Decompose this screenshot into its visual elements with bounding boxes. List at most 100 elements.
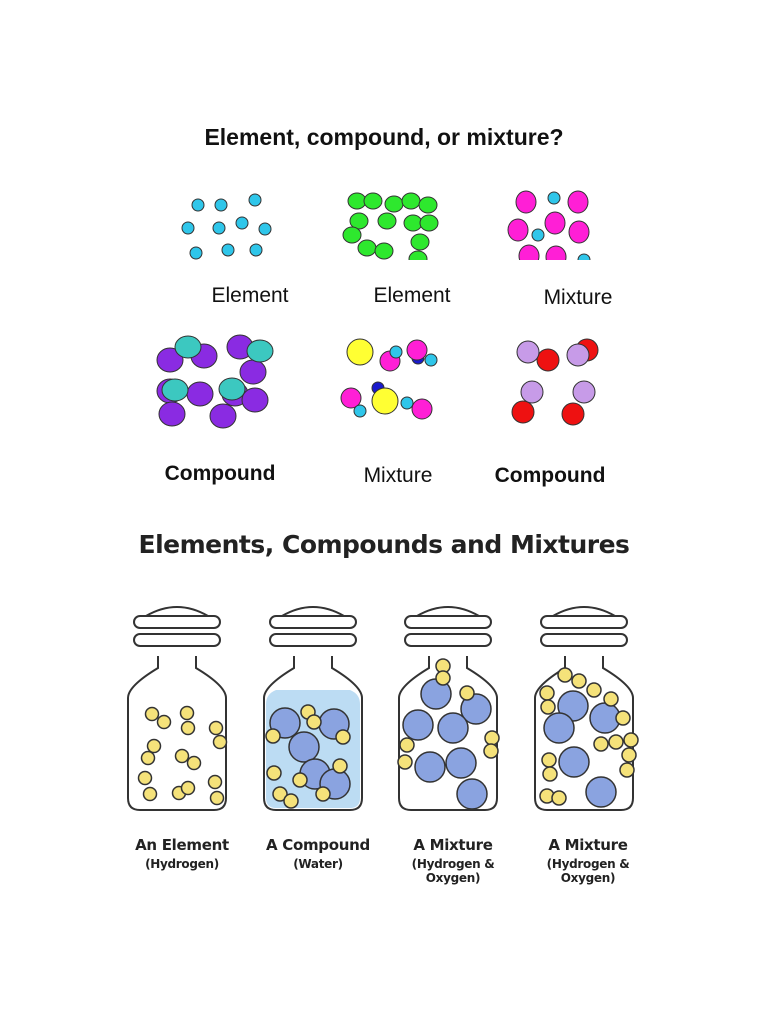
particles-compound-red	[511, 338, 599, 426]
jar-2-subtitle: (Water)	[293, 857, 343, 871]
hydrogen-atom	[593, 736, 609, 752]
jar-label-3: A Mixture (Hydrogen & Oxygen)	[385, 836, 521, 885]
jar-2-title: A Compound	[266, 836, 370, 854]
magenta-atom	[567, 190, 589, 214]
green-atom	[342, 226, 362, 244]
cyan-atom	[235, 216, 249, 230]
lavender-atom	[520, 380, 544, 404]
particles-element-cyan	[181, 193, 272, 260]
green-atom	[418, 196, 438, 214]
jar-1-stopper-cap	[145, 606, 209, 617]
cyan-atom	[389, 345, 403, 359]
purple-atom	[156, 347, 184, 373]
particles-compound-purple	[156, 334, 274, 429]
particles-element-green	[342, 192, 439, 260]
hydrogen-atom	[292, 772, 308, 788]
jar-4-subtitle: (Hydrogen & Oxygen)	[546, 857, 630, 885]
cell-6: Compound	[470, 332, 630, 492]
purple-atom	[186, 381, 214, 407]
oxygen-atom	[558, 746, 590, 778]
cyan-atom	[249, 243, 263, 257]
cyan-atom	[547, 191, 561, 205]
red-atom	[561, 402, 585, 426]
red-atom	[536, 348, 560, 372]
hydrogen-atom	[144, 706, 160, 722]
teal-atom	[218, 377, 246, 401]
green-atom	[357, 239, 377, 257]
oxygen-atom	[445, 747, 477, 779]
hydrogen-atom	[615, 710, 631, 726]
bottom-title: Elements, Compounds and Mixtures	[138, 530, 630, 559]
green-atom	[347, 192, 367, 210]
hydrogen-atom	[266, 765, 282, 781]
hydrogen-atom	[207, 774, 223, 790]
cell-4-label: Compound	[164, 462, 276, 485]
cyan-atom	[400, 396, 414, 410]
teal-atom	[246, 339, 274, 363]
particles-mixture-multi	[340, 338, 438, 420]
hydrogen-atom	[265, 728, 281, 744]
jars-panel: Elements, Compounds and Mixtures An Elem…	[112, 518, 656, 890]
green-atom	[374, 242, 394, 260]
hydrogen-atom	[272, 786, 288, 802]
hydrogen-atom	[156, 714, 172, 730]
cell-1: Element	[170, 180, 330, 340]
hydrogen-atom	[541, 752, 557, 768]
jar-1-body	[127, 656, 227, 811]
purple-atom	[239, 359, 267, 385]
cyan-atom	[531, 228, 545, 242]
hydrogen-atom	[315, 786, 331, 802]
cyan-atom	[248, 193, 262, 207]
hydrogen-atom	[459, 685, 475, 701]
hydrogen-atom	[603, 691, 619, 707]
hydrogen-atom	[571, 673, 587, 689]
cell-5: Mixture	[318, 332, 478, 492]
magenta-atom	[340, 387, 362, 409]
jar-3-stopper-ring	[404, 615, 492, 629]
oxygen-atom	[456, 778, 488, 810]
oxygen-atom	[437, 712, 469, 744]
magenta-atom	[568, 220, 590, 244]
magenta-atom	[411, 398, 433, 420]
green-atom	[363, 192, 383, 210]
jar-3-stopper-cap	[416, 606, 480, 617]
jar-label-4: A Mixture (Hydrogen & Oxygen)	[520, 836, 656, 885]
oxygen-atom	[414, 751, 446, 783]
magenta-atom	[544, 211, 566, 235]
magenta-atom	[406, 339, 428, 361]
hydrogen-atom	[137, 770, 153, 786]
cell-2-label: Element	[373, 284, 451, 307]
jar-1-title: An Element	[135, 836, 229, 854]
cyan-atom	[424, 353, 438, 367]
cyan-atom	[214, 198, 228, 212]
hydrogen-atom	[551, 790, 567, 806]
jar-3-subtitle: (Hydrogen & Oxygen)	[411, 857, 495, 885]
cyan-atom	[221, 243, 235, 257]
jar-label-1: An Element (Hydrogen)	[114, 836, 250, 871]
oxygen-atom	[460, 693, 492, 725]
green-atom	[403, 214, 423, 232]
green-atom	[408, 250, 428, 260]
cell-4: Compound	[140, 332, 300, 492]
oxygen-atom	[543, 712, 575, 744]
green-atom	[401, 192, 421, 210]
hydrogen-atom	[399, 737, 415, 753]
hydrogen-atom	[332, 758, 348, 774]
hydrogen-atom	[212, 734, 228, 750]
hydrogen-atom	[619, 762, 635, 778]
hydrogen-atom	[608, 734, 624, 750]
purple-atom	[241, 387, 269, 413]
particles-mixture-magenta	[507, 190, 591, 260]
lavender-atom	[572, 380, 596, 404]
hydrogen-atom	[435, 670, 451, 686]
oxygen-atom	[402, 709, 434, 741]
cyan-atom	[258, 222, 272, 236]
top-title: Element, compound, or mixture?	[204, 124, 564, 150]
cell-5-label: Mixture	[363, 464, 433, 487]
purple-atom	[158, 401, 186, 427]
cyan-atom	[353, 404, 367, 418]
jar-1-subtitle: (Hydrogen)	[145, 857, 219, 871]
hydrogen-atom	[179, 705, 195, 721]
purple-atom	[209, 403, 237, 429]
yellow-atom	[346, 338, 374, 366]
